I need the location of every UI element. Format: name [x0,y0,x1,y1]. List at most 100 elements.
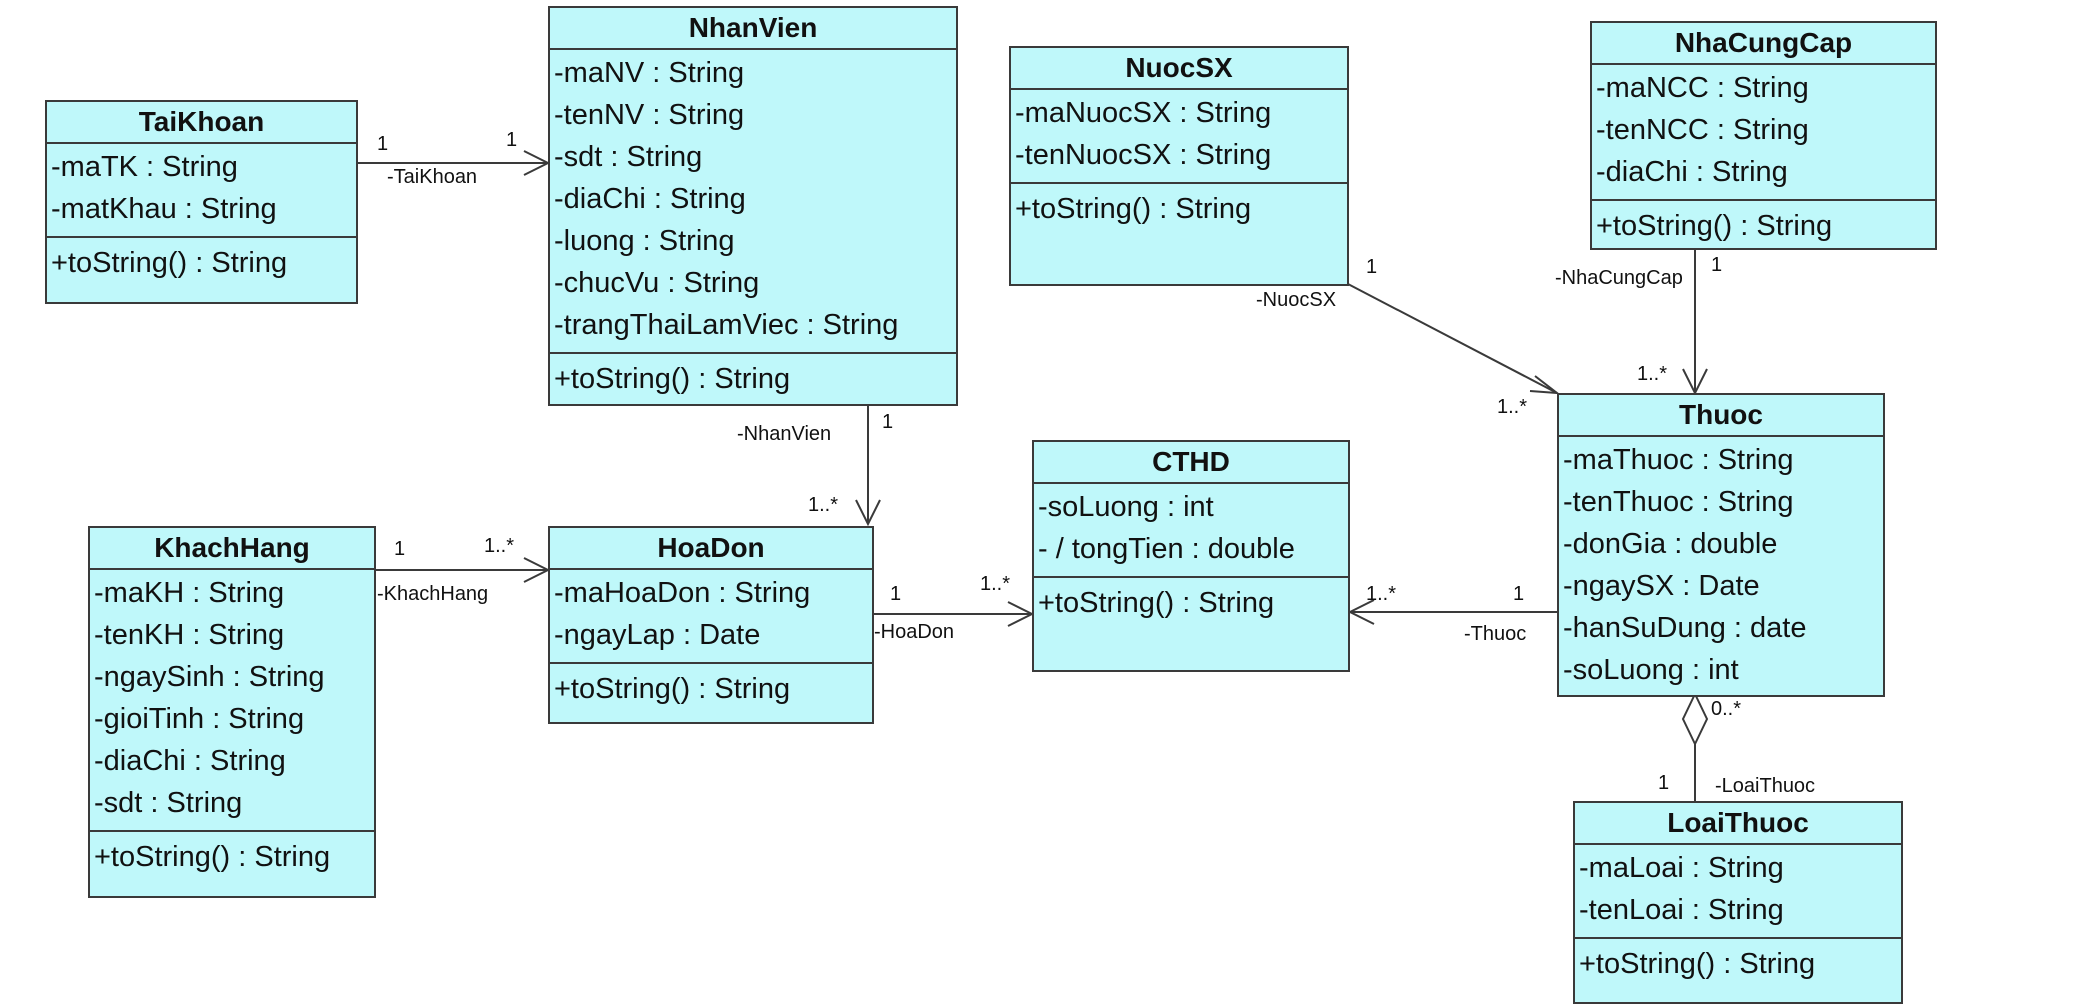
attribute-row: -tenThuoc : String [1563,486,1794,518]
class-hoadon[interactable]: HoaDon -maHoaDon : String -ngayLap : Date +… [548,526,874,724]
operation-compartment: +toString() : String [90,832,374,882]
attribute-row: -diaChi : String [94,745,286,777]
attribute-row: -maNV : String [554,57,745,89]
attribute-row: -tenNCC : String [1596,114,1809,146]
mult-khachhang-source: 1 [394,538,406,560]
mult-hoadon-source: 1 [890,583,902,605]
attribute-row: - / tongTien : double [1038,533,1295,565]
attribute-row: -matKhau : String [51,193,277,225]
class-loaithuoc[interactable]: LoaiThuoc -maLoai : String -tenLoai : Stri… [1573,801,1903,1004]
class-name: CTHD [1034,442,1348,484]
mult-nhacungcap-source: 1 [1711,254,1723,276]
attribute-row: -soLuong : int [1038,491,1214,523]
attribute-row: -trangThaiLamViec : String [554,309,899,341]
attribute-row: -maKH : String [94,577,285,609]
class-thuoc[interactable]: Thuoc -maThuoc : String -tenThuoc : String… [1557,393,1885,697]
attribute-row: -ngaySinh : String [94,661,325,693]
attribute-compartment: -maKH : String -tenKH : String -ngaySinh :… [90,570,374,832]
operation-compartment: +toString() : String [1575,939,1901,989]
class-taikhoan[interactable]: TaiKhoan -maTK : String -matKhau : String +… [45,100,358,304]
attribute-row: -tenNV : String [554,99,745,131]
attribute-compartment: -maTK : String -matKhau : String [47,144,356,238]
role-nhacungcap: -NhaCungCap [1555,267,1683,289]
mult-khachhang-target: 1..* [484,535,515,557]
arrowhead-hoadon-top [855,499,881,527]
operation-compartment: +toString() : String [47,238,356,288]
attribute-row: -maTK : String [51,151,238,183]
mult-taikhoan-target: 1 [506,129,518,151]
attribute-row: -hanSuDung : date [1563,612,1807,644]
attribute-row: -luong : String [554,225,735,257]
role-hoadon: -HoaDon [874,621,955,643]
attribute-row: -diaChi : String [554,183,746,215]
mult-nhanvien-source: 1 [882,411,894,433]
operation-compartment: +toString() : String [1011,184,1347,234]
mult-hoadon-target: 1..* [980,573,1011,595]
attribute-row: -maLoai : String [1579,852,1784,884]
mult-loaithuoc-source: 1 [1658,772,1670,794]
attribute-row: -maThuoc : String [1563,444,1794,476]
attribute-row: -tenNuocSX : String [1015,139,1272,171]
arrowhead-thuoc-diagonal [1529,375,1561,395]
attribute-row: -gioiTinh : String [94,703,305,735]
mult-nhacungcap-target: 1..* [1637,363,1668,385]
attribute-row: -sdt : String [94,787,243,819]
attribute-compartment: -maLoai : String -tenLoai : String [1575,845,1901,939]
class-name: NhanVien [550,8,956,50]
attribute-compartment: -maNV : String -tenNV : String -sdt : Stri… [550,50,956,354]
class-name: TaiKhoan [47,102,356,144]
class-nuocsx[interactable]: NuocSX -maNuocSX : String -tenNuocSX : Str… [1009,46,1349,286]
operation-compartment: +toString() : String [550,664,872,714]
mult-loaithuoc-target: 0..* [1711,698,1742,720]
mult-nuocsx-target: 1..* [1497,396,1528,418]
attribute-row: -chucVu : String [554,267,760,299]
operation-row: +toString() : String [554,363,791,395]
mult-thuoc-source: 1 [1513,583,1525,605]
attribute-row: -maHoaDon : String [554,577,811,609]
attribute-row: -sdt : String [554,141,703,173]
role-khachhang: -KhachHang [377,583,489,605]
attribute-row: -tenKH : String [94,619,285,651]
operation-row: +toString() : String [554,673,791,705]
operation-row: +toString() : String [1579,948,1816,980]
class-khachhang[interactable]: KhachHang -maKH : String -tenKH : String -n… [88,526,376,898]
role-thuoc: -Thuoc [1464,623,1527,645]
attribute-compartment: -maNCC : String -tenNCC : String -diaChi :… [1592,65,1935,201]
aggregation-diamond [1681,691,1709,747]
class-name: HoaDon [550,528,872,570]
operation-row: +toString() : String [1038,587,1275,619]
arrowhead-cthd-right [1347,599,1375,625]
attribute-row: -ngayLap : Date [554,619,761,651]
assoc-nuocsx-thuoc [1347,283,1558,394]
attribute-compartment: -maThuoc : String -tenThuoc : String -donG… [1559,437,1883,697]
role-nhanvien: -NhanVien [737,423,832,445]
attribute-row: -diaChi : String [1596,156,1788,188]
operation-row: +toString() : String [1596,210,1833,242]
attribute-row: -tenLoai : String [1579,894,1784,926]
class-name: LoaiThuoc [1575,803,1901,845]
class-nhanvien[interactable]: NhanVien -maNV : String -tenNV : String -sd… [548,6,958,406]
operation-row: +toString() : String [51,247,288,279]
class-name: KhachHang [90,528,374,570]
mult-taikhoan-source: 1 [377,133,389,155]
class-name: Thuoc [1559,395,1883,437]
class-name: NhaCungCap [1592,23,1935,65]
attribute-row: -maNCC : String [1596,72,1809,104]
role-taikhoan: -TaiKhoan [387,166,478,188]
class-cthd[interactable]: CTHD -soLuong : int - / tongTien : double +… [1032,440,1350,672]
operation-compartment: +toString() : String [550,354,956,404]
role-nuocsx: -NuocSX [1256,289,1337,311]
mult-nhanvien-target: 1..* [808,494,839,516]
mult-nuocsx-source: 1 [1366,256,1378,278]
operation-compartment: +toString() : String [1592,201,1935,251]
operation-compartment: +toString() : String [1034,578,1348,628]
role-loaithuoc: -LoaiThuoc [1715,775,1816,797]
class-name: NuocSX [1011,48,1347,90]
attribute-compartment: -soLuong : int - / tongTien : double [1034,484,1348,578]
class-nhacungcap[interactable]: NhaCungCap -maNCC : String -tenNCC : Strin… [1590,21,1937,250]
attribute-row: -ngaySX : Date [1563,570,1760,602]
attribute-row: -donGia : double [1563,528,1778,560]
attribute-compartment: -maNuocSX : String -tenNuocSX : String [1011,90,1347,184]
attribute-row: -maNuocSX : String [1015,97,1272,129]
